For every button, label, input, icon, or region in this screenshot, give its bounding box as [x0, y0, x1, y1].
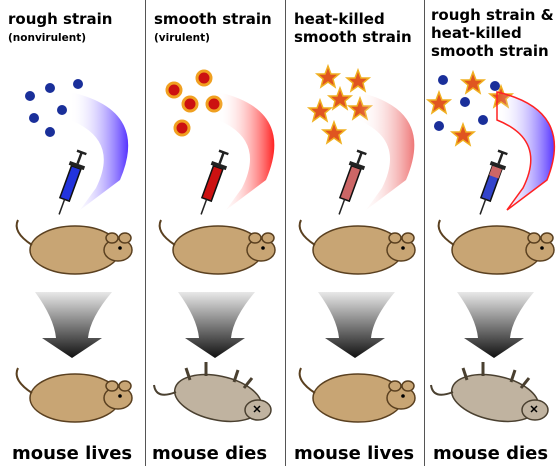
mouse-before: [300, 220, 415, 274]
outcome-label: mouse dies: [152, 443, 267, 464]
heat-killed-cell: [428, 92, 450, 113]
smooth-bacteria-group: [167, 71, 221, 135]
heat-killed-cell: [323, 122, 345, 143]
syringe: [332, 150, 370, 217]
outcome-label: mouse lives: [12, 443, 132, 464]
down-arrow: [457, 292, 534, 358]
panel-illustration: [0, 0, 145, 466]
panel-illustration: [146, 0, 285, 466]
panel-illustration: [286, 0, 424, 466]
injection-arrow: [358, 92, 414, 210]
mouse-before: [439, 220, 554, 274]
panel-illustration: [425, 0, 559, 466]
rough-cell: [57, 105, 67, 115]
syringe: [194, 150, 232, 217]
mouse-after-alive: [17, 368, 132, 422]
rough-cell: [434, 121, 444, 131]
panel-rough-strain: rough strain (nonvirulent): [0, 0, 145, 466]
mouse-after-dead: [431, 362, 548, 429]
smooth-cell: [197, 71, 211, 85]
heat-killed-cell: [309, 100, 331, 121]
heat-killed-cell: [452, 124, 474, 145]
panel-heat-killed: heat-killed smooth strain: [286, 0, 424, 466]
rough-cell: [25, 91, 35, 101]
injection-arrow: [497, 92, 554, 210]
rough-cell: [460, 97, 470, 107]
rough-cell: [490, 81, 500, 91]
rough-cell: [478, 115, 488, 125]
smooth-cell: [167, 83, 181, 97]
rough-cell: [29, 113, 39, 123]
heat-killed-cell: [317, 66, 339, 87]
heat-killed-cell: [347, 70, 369, 91]
panel-mixed: rough strain & heat-killed smooth strain: [425, 0, 559, 466]
outcome-label: mouse lives: [294, 443, 414, 464]
smooth-cell: [175, 121, 189, 135]
syringe: [473, 150, 511, 217]
outcome-label: mouse dies: [433, 443, 548, 464]
smooth-cell: [183, 97, 197, 111]
panel-smooth-strain: smooth strain (virulent): [146, 0, 285, 466]
mouse-before: [160, 220, 275, 274]
down-arrow: [178, 292, 255, 358]
mouse-before: [17, 220, 132, 274]
rough-cell: [73, 79, 83, 89]
down-arrow: [35, 292, 112, 358]
rough-cell: [45, 127, 55, 137]
rough-cell: [45, 83, 55, 93]
rough-cell: [438, 75, 448, 85]
mouse-after-dead: [154, 362, 271, 429]
down-arrow: [318, 292, 395, 358]
heat-killed-cell: [462, 72, 484, 93]
mouse-after-alive: [300, 368, 415, 422]
injection-arrow: [218, 92, 274, 210]
